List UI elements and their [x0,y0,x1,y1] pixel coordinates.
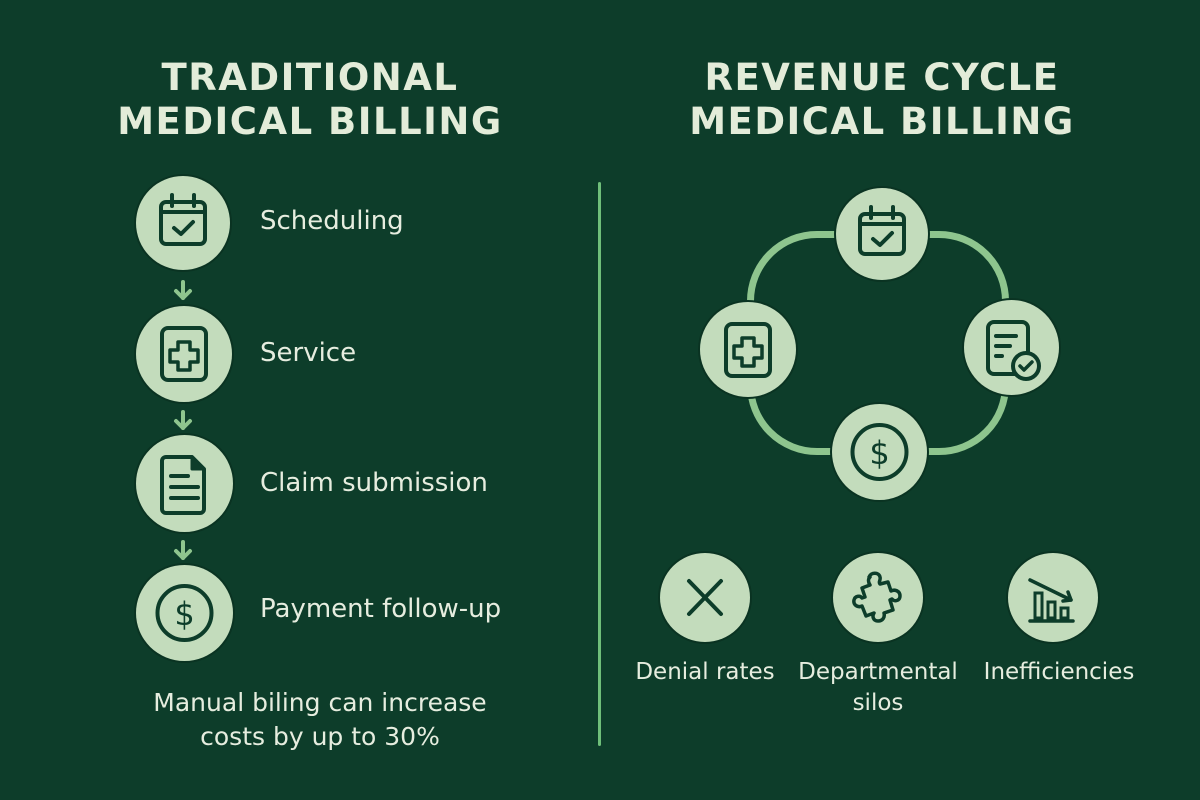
title-line-2: MEDICAL BILLING [689,100,1075,143]
note-line-2: costs by up to 30% [200,722,440,751]
issue-denial-rates-circle [660,553,750,642]
medical-cross-icon [724,322,772,378]
title-line-1: TRADITIONAL [161,56,459,99]
step-label-payment-followup: Payment follow-up [260,594,502,624]
document-approved-icon [986,320,1041,381]
dollar-coin-icon: $ [850,423,909,481]
traditional-billing-title: TRADITIONAL MEDICAL BILLING [100,56,520,144]
arrow-down-icon [174,280,192,300]
svg-text:$: $ [174,595,194,633]
cycle-node-top [836,188,928,280]
calendar-check-icon [858,205,906,256]
step-scheduling-circle [136,176,230,270]
issue-inefficiencies-circle [1008,553,1098,642]
dollar-coin-icon: $ [155,584,214,642]
title-line-2: MEDICAL BILLING [117,100,503,143]
step-claim-submission-circle [136,435,233,532]
cycle-node-left [700,302,796,397]
puzzle-piece-icon [852,571,902,623]
issue-label-inefficiencies: Inefficiencies [983,659,1135,685]
cycle-node-bottom: $ [832,404,927,500]
svg-text:$: $ [869,434,889,472]
cycle-node-right [964,300,1059,395]
arrow-down-icon [174,540,192,560]
document-icon [160,455,206,515]
step-service-circle [136,306,232,402]
step-label-scheduling: Scheduling [260,206,404,236]
issue-label-denial-rates: Denial rates [635,659,775,685]
x-icon [687,579,723,616]
issue-label-departmental-silos: Departmental silos [798,659,958,716]
arrow-down-icon [174,410,192,430]
calendar-check-icon [159,193,207,246]
issue-departmental-silos-circle [833,553,923,642]
title-line-1: REVENUE CYCLE [704,56,1060,99]
revenue-cycle-title: REVENUE CYCLE MEDICAL BILLING [672,56,1092,144]
step-payment-followup-circle: $ [136,565,233,661]
medical-cross-icon [160,326,208,382]
declining-chart-icon [1028,578,1075,623]
cost-increase-note: Manual biling can increase costs by up t… [110,686,530,754]
step-label-service: Service [260,338,357,368]
panel-divider [598,182,601,746]
step-label-claim-submission: Claim submission [260,468,488,498]
note-line-1: Manual biling can increase [153,688,487,717]
